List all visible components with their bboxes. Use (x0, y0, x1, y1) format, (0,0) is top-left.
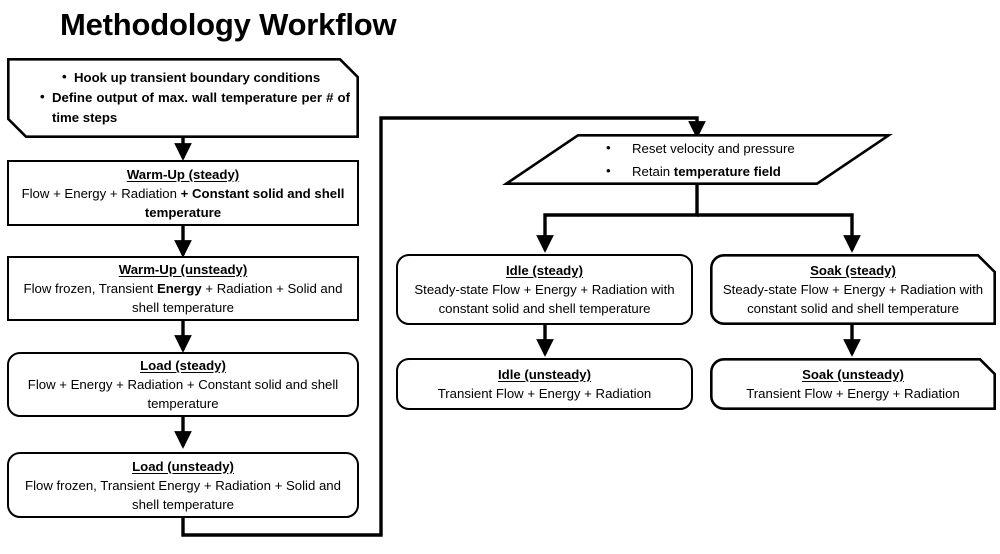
edge-reset-to-soak-branch (697, 213, 861, 253)
node-reset-bullets: Reset velocity and pressure Retain tempe… (514, 136, 881, 183)
node-reset-content: Reset velocity and pressure Retain tempe… (514, 136, 881, 183)
node-body-bold: + Constant solid and shell temperature (144, 185, 345, 220)
node-body: Steady-state Flow + Energy + Radiation w… (414, 282, 675, 316)
node-body: Transient Flow + Energy + Radiation (437, 386, 652, 401)
node-warmup-unsteady[interactable]: Warm-Up (unsteady) Flow frozen, Transien… (7, 256, 359, 321)
node-warmup-steady[interactable]: Warm-Up (steady) Flow + Energy + Radiati… (7, 160, 359, 226)
node-body: Transient Flow + Energy + Radiation (746, 386, 960, 401)
node-body: Flow + Energy + Radiation + Constant sol… (18, 184, 348, 222)
node-title: Warm-Up (steady) (126, 166, 240, 182)
node-soak-unsteady-content: Soak (unsteady) Transient Flow + Energy … (719, 365, 987, 403)
node-body: Flow frozen, Transient Energy + Radiatio… (25, 477, 341, 512)
node-start[interactable]: Hook up transient boundary conditions De… (7, 58, 359, 138)
node-title: Load (steady) (140, 358, 226, 373)
node-body: Steady-state Flow + Energy + Radiation w… (722, 282, 984, 316)
page-title: Methodology Workflow (60, 7, 397, 42)
node-start-content: Hook up transient boundary conditions De… (16, 67, 350, 128)
node-idle-unsteady[interactable]: Idle (unsteady) Transient Flow + Energy … (396, 358, 693, 410)
bullet-item: Reset velocity and pressure (606, 136, 881, 160)
node-body: Flow frozen, Transient Energy + Radiatio… (18, 279, 348, 317)
node-idle-steady[interactable]: Idle (steady) Steady-state Flow + Energy… (396, 254, 693, 325)
node-soak-unsteady[interactable]: Soak (unsteady) Transient Flow + Energy … (710, 358, 996, 410)
bullet-item: Hook up transient boundary conditions (40, 67, 350, 88)
node-body: Flow + Energy + Radiation + Constant sol… (27, 377, 339, 411)
edge-feedback-loop (181, 116, 706, 537)
node-soak-steady[interactable]: Soak (steady) Steady-state Flow + Energy… (710, 254, 996, 325)
edge-reset-to-split-bus (536, 185, 699, 253)
node-body-plain: Flow + Energy + Radiation (21, 185, 181, 201)
node-title: Idle (steady) (506, 263, 583, 278)
node-start-bullets: Hook up transient boundary conditions De… (16, 67, 350, 128)
bullet-item: Define output of max. wall temperature p… (40, 87, 350, 128)
bullet-text-pre: Retain (632, 163, 674, 179)
node-body-bold: Energy (156, 281, 202, 296)
node-title: Warm-Up (unsteady) (118, 262, 248, 277)
node-soak-steady-content: Soak (steady) Steady-state Flow + Energy… (719, 261, 987, 318)
bullet-item: Retain temperature field (606, 159, 881, 183)
node-title: Idle (unsteady) (497, 367, 592, 382)
node-load-steady[interactable]: Load (steady) Flow + Energy + Radiation … (7, 352, 359, 417)
node-title: Soak (unsteady) (802, 367, 904, 382)
node-body-post: + Radiation + Solid and shell temperatur… (132, 281, 343, 315)
node-title: Load (unsteady) (132, 458, 234, 474)
node-reset[interactable]: Reset velocity and pressure Retain tempe… (502, 133, 893, 186)
node-body-pre: Flow frozen, Transient (23, 281, 157, 296)
node-load-unsteady[interactable]: Load (unsteady) Flow frozen, Transient E… (7, 452, 359, 518)
node-title: Soak (steady) (810, 263, 896, 278)
bullet-text-bold: temperature field (673, 163, 781, 179)
